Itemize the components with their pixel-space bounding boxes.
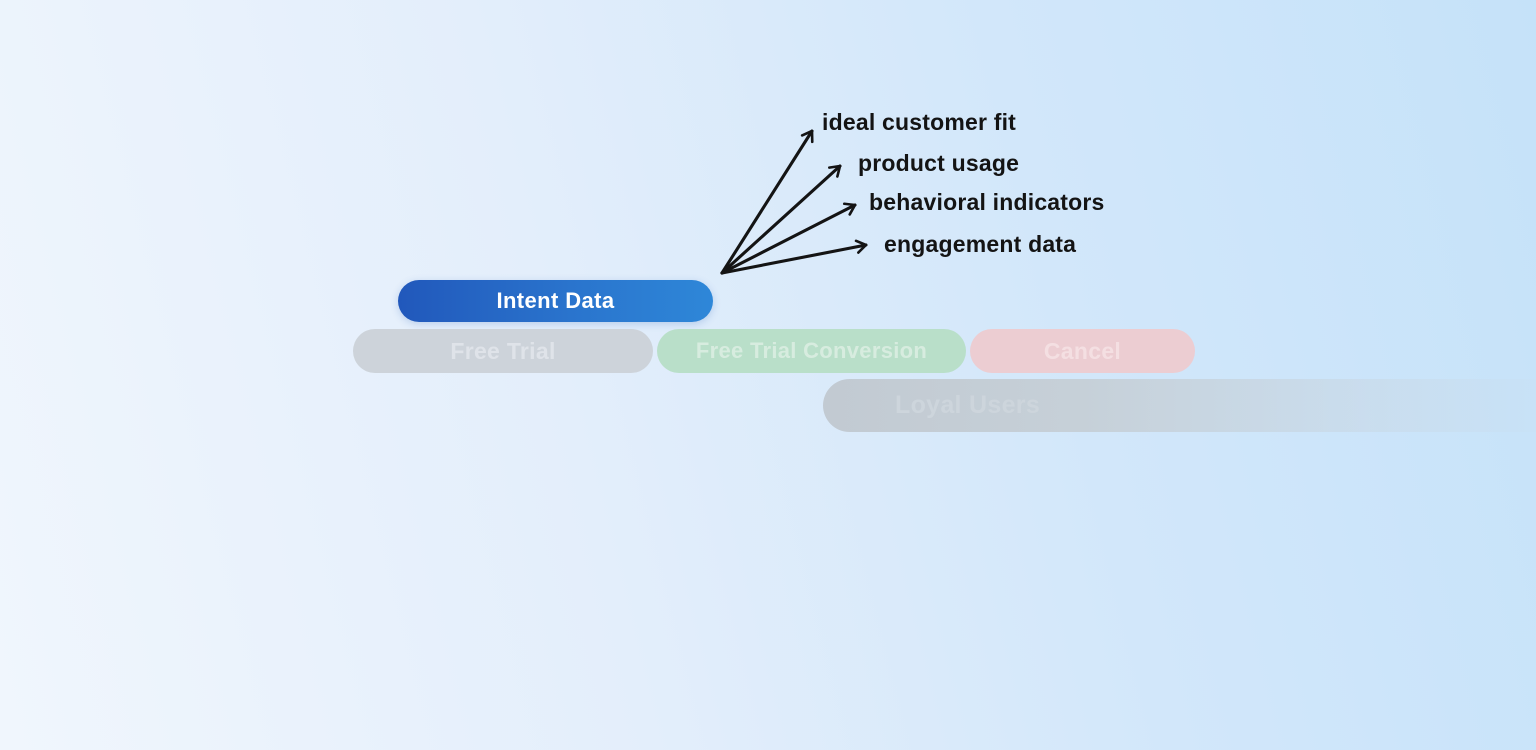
- arrow-line-behavioral-indicators: [720, 202, 857, 275]
- free-trial-conversion-pill: Free Trial Conversion: [657, 329, 966, 373]
- cancel-pill: Cancel: [970, 329, 1195, 373]
- arrow-line-product-usage: [720, 164, 842, 275]
- arrow-line-engagement-data: [720, 239, 868, 275]
- free-trial-pill: Free Trial: [353, 329, 653, 373]
- intent-data-pill: Intent Data: [398, 280, 713, 322]
- loyal-users-pill: Loyal Users: [823, 379, 1536, 432]
- annotation-label-engagement-data: engagement data: [884, 231, 1077, 257]
- annotation-label-behavioral-indicators: behavioral indicators: [869, 189, 1105, 215]
- annotation-label-product-usage: product usage: [858, 150, 1020, 176]
- arrow-line-ideal-customer-fit: [720, 129, 814, 275]
- annotation-label-ideal-customer-fit: ideal customer fit: [822, 109, 1017, 135]
